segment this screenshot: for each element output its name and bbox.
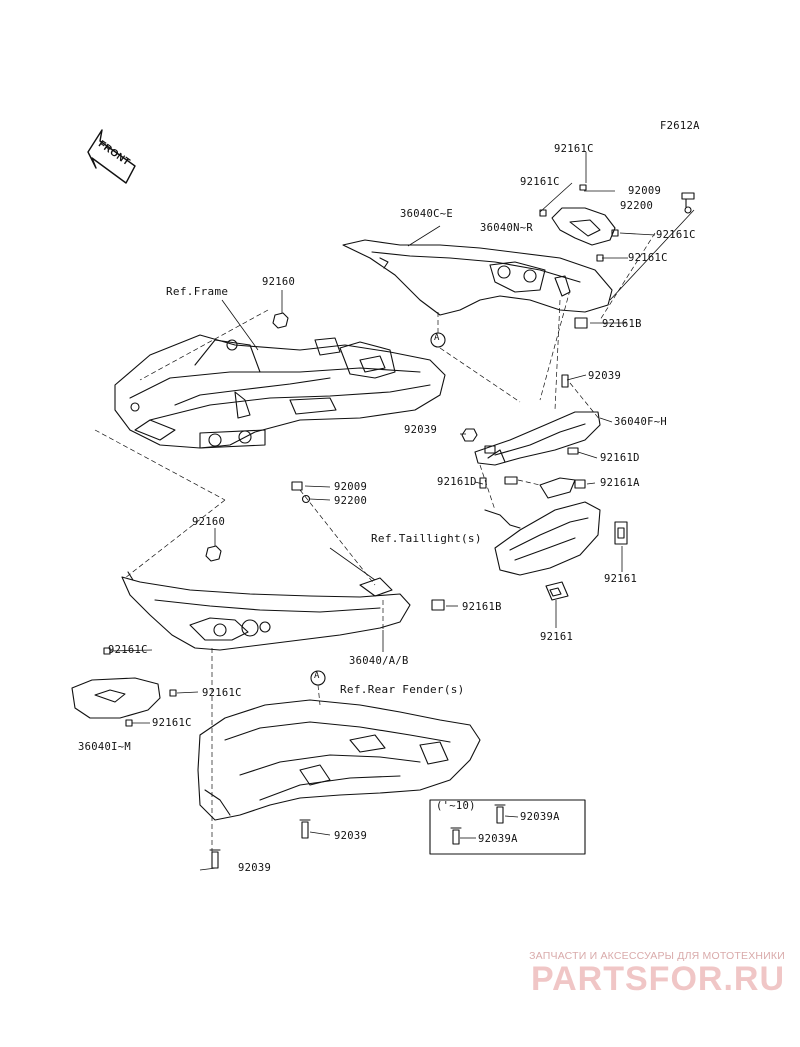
- part-label: 92161C: [628, 252, 668, 264]
- figure-code: F2612A: [660, 120, 700, 132]
- small-upper-cover-drawing: [551, 207, 616, 246]
- part-label: 92039: [588, 370, 622, 382]
- part-label: 92039: [238, 862, 272, 874]
- inset-title: ('~10): [436, 800, 476, 812]
- inset-part-label: 92039A: [520, 811, 560, 823]
- part-label: 92161D: [437, 476, 477, 488]
- watermark-logo: PARTSFOR.RU: [530, 960, 785, 998]
- part-label: 92161B: [462, 601, 502, 613]
- part-label: 36040C~E: [400, 208, 453, 220]
- part-label: 92161: [604, 573, 638, 585]
- ref-taillight-label: Ref.Taillight(s): [371, 532, 482, 545]
- part-label: 36040F~H: [614, 416, 667, 428]
- part-label: 92160: [262, 276, 296, 288]
- part-label: 92161C: [520, 176, 560, 188]
- marker-a-upper-label: A: [434, 333, 440, 343]
- part-label: 92161C: [202, 687, 242, 699]
- taillight-drawing: [484, 477, 601, 576]
- part-label: 92039: [404, 424, 438, 436]
- frame-drawing: [114, 334, 446, 449]
- side-cover-drawing: [121, 571, 411, 651]
- part-label: 92160: [192, 516, 226, 528]
- watermark-caption: ЗАПЧАСТИ И АКСЕССУАРЫ ДЛЯ МОТОТЕХНИКИ: [529, 950, 785, 962]
- part-label: 92009: [628, 185, 662, 197]
- leader-lines: [109, 152, 695, 871]
- part-label: 36040I~M: [78, 741, 131, 753]
- small-side-cover-drawing: [71, 677, 161, 719]
- part-label: 92161B: [602, 318, 642, 330]
- ref-frame-label: Ref.Frame: [166, 285, 229, 298]
- alignment-lines: [94, 232, 656, 852]
- part-label: 92161C: [152, 717, 192, 729]
- part-label: 92161C: [108, 644, 148, 656]
- upper-seat-cowl-drawing: [342, 239, 613, 316]
- tail-cover-drawing: [474, 411, 601, 466]
- part-label: 92009: [334, 481, 368, 493]
- marker-a-lower-label: A: [314, 671, 320, 681]
- part-label: 92161: [540, 631, 574, 643]
- part-label: 92161D: [600, 452, 640, 464]
- part-label: 92161C: [554, 143, 594, 155]
- part-label: 36040/A/B: [349, 655, 409, 667]
- part-label: 92200: [620, 200, 654, 212]
- rear-fender-drawing: [197, 699, 481, 821]
- part-label: 92161A: [600, 477, 640, 489]
- inset-part-label: 92039A: [478, 833, 518, 845]
- part-label: 92161C: [656, 229, 696, 241]
- watermark: ЗАПЧАСТИ И АКСЕССУАРЫ ДЛЯ МОТОТЕХНИКИ PA…: [480, 950, 785, 996]
- part-label: 36040N~R: [480, 222, 533, 234]
- small-hardware-drawing: [103, 184, 695, 869]
- ref-rear-fender-label: Ref.Rear Fender(s): [340, 683, 465, 696]
- part-label: 92039: [334, 830, 368, 842]
- inset-box: [429, 799, 586, 855]
- part-label: 92200: [334, 495, 368, 507]
- front-arrow-icon: [87, 129, 136, 184]
